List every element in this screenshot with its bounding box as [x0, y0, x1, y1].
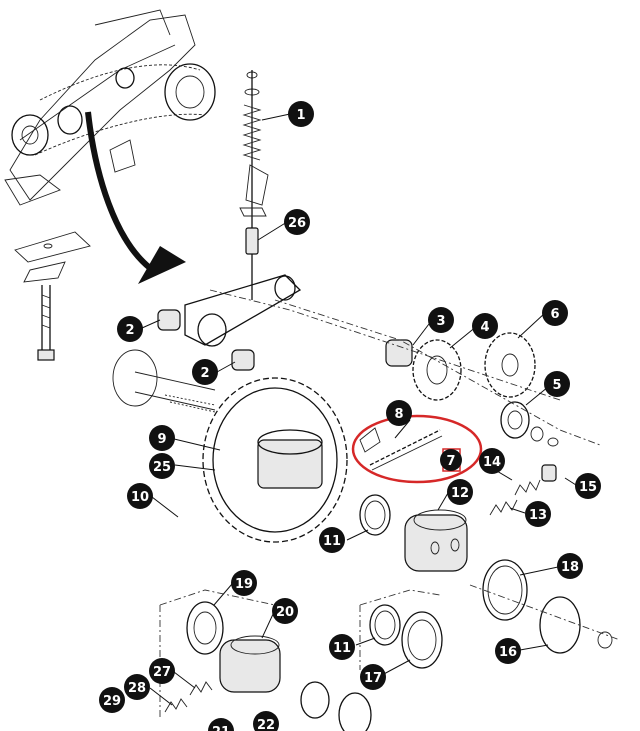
callout-4[interactable]: 4 [472, 313, 498, 339]
bushing-11-lower [369, 604, 401, 646]
svg-text:13: 13 [529, 508, 547, 523]
bearing-5 [500, 401, 559, 447]
svg-text:12: 12 [451, 486, 469, 501]
bearing-17 [401, 611, 443, 669]
bottom-springs [164, 681, 372, 731]
callout-25[interactable]: 25 [149, 453, 175, 479]
callout-14[interactable]: 14 [479, 448, 505, 474]
spring-14 [514, 464, 557, 496]
callout-11-upper[interactable]: 11 [319, 527, 345, 553]
svg-text:2: 2 [200, 366, 209, 381]
svg-text:6: 6 [550, 307, 559, 322]
callout-20[interactable]: 20 [272, 598, 298, 624]
curved-arrow-icon [85, 111, 186, 284]
svg-text:9: 9 [157, 432, 166, 447]
roller-chain [359, 427, 443, 471]
shaft-flange [112, 349, 216, 413]
callout-8[interactable]: 8 [386, 400, 412, 426]
callout-28[interactable]: 28 [124, 674, 150, 700]
hub-12 [404, 509, 468, 572]
callout-27[interactable]: 27 [149, 658, 175, 684]
construction-lines [159, 289, 621, 720]
svg-text:21: 21 [212, 725, 230, 731]
machine-overview [4, 9, 216, 206]
large-sprocket [202, 377, 348, 543]
svg-text:27: 27 [153, 665, 171, 680]
callout-15[interactable]: 15 [575, 473, 601, 499]
callout-11-lower[interactable]: 11 [329, 634, 355, 660]
svg-text:2: 2 [125, 323, 134, 338]
svg-text:10: 10 [131, 490, 149, 505]
svg-text:3: 3 [436, 314, 445, 329]
callout-2-lower[interactable]: 2 [192, 359, 218, 385]
callout-29[interactable]: 29 [99, 687, 125, 713]
svg-text:17: 17 [364, 671, 382, 686]
svg-text:7: 7 [446, 454, 455, 469]
svg-text:15: 15 [579, 480, 597, 495]
svg-text:25: 25 [153, 460, 171, 475]
svg-text:4: 4 [480, 320, 489, 335]
svg-text:5: 5 [552, 378, 561, 393]
snap-ring-16 [539, 596, 613, 654]
callout-21[interactable]: 21 [208, 718, 234, 731]
tensioner-arm [157, 274, 302, 371]
callout-6[interactable]: 6 [542, 300, 568, 326]
callout-17[interactable]: 17 [360, 664, 386, 690]
hub-20 [219, 635, 281, 693]
callout-7[interactable]: 7 [440, 449, 462, 471]
svg-text:29: 29 [103, 694, 121, 709]
callout-26[interactable]: 26 [284, 209, 310, 235]
svg-text:11: 11 [323, 534, 341, 549]
svg-text:16: 16 [499, 645, 517, 660]
callout-18[interactable]: 18 [557, 553, 583, 579]
callout-2-upper[interactable]: 2 [117, 316, 143, 342]
svg-text:22: 22 [257, 718, 275, 731]
svg-text:1: 1 [296, 108, 305, 123]
small-sprocket-6 [484, 332, 536, 398]
callout-9[interactable]: 9 [149, 425, 175, 451]
highlight-ellipse [351, 414, 483, 484]
callout-5[interactable]: 5 [544, 371, 570, 397]
spring-13 [489, 499, 518, 516]
callout-19[interactable]: 19 [231, 570, 257, 596]
callout-13[interactable]: 13 [525, 501, 551, 527]
svg-text:28: 28 [128, 681, 146, 696]
leader-lines [141, 113, 577, 706]
svg-text:8: 8 [394, 407, 403, 422]
callout-1[interactable]: 1 [288, 101, 314, 127]
svg-text:19: 19 [235, 577, 253, 592]
left-bracket-bolt [14, 231, 91, 361]
svg-text:18: 18 [561, 560, 579, 575]
callout-22[interactable]: 22 [253, 711, 279, 731]
small-sprocket-4 [385, 339, 462, 401]
callout-3[interactable]: 3 [428, 307, 454, 333]
bushing-11-upper [359, 494, 391, 536]
svg-text:20: 20 [276, 605, 294, 620]
svg-text:11: 11 [333, 641, 351, 656]
svg-text:14: 14 [483, 455, 501, 470]
callout-16[interactable]: 16 [495, 638, 521, 664]
svg-text:26: 26 [288, 216, 306, 231]
spring-assembly [239, 70, 269, 300]
callout-10[interactable]: 10 [127, 483, 153, 509]
callout-12[interactable]: 12 [447, 479, 473, 505]
bearing-19 [186, 601, 224, 655]
ring-18 [482, 559, 528, 621]
